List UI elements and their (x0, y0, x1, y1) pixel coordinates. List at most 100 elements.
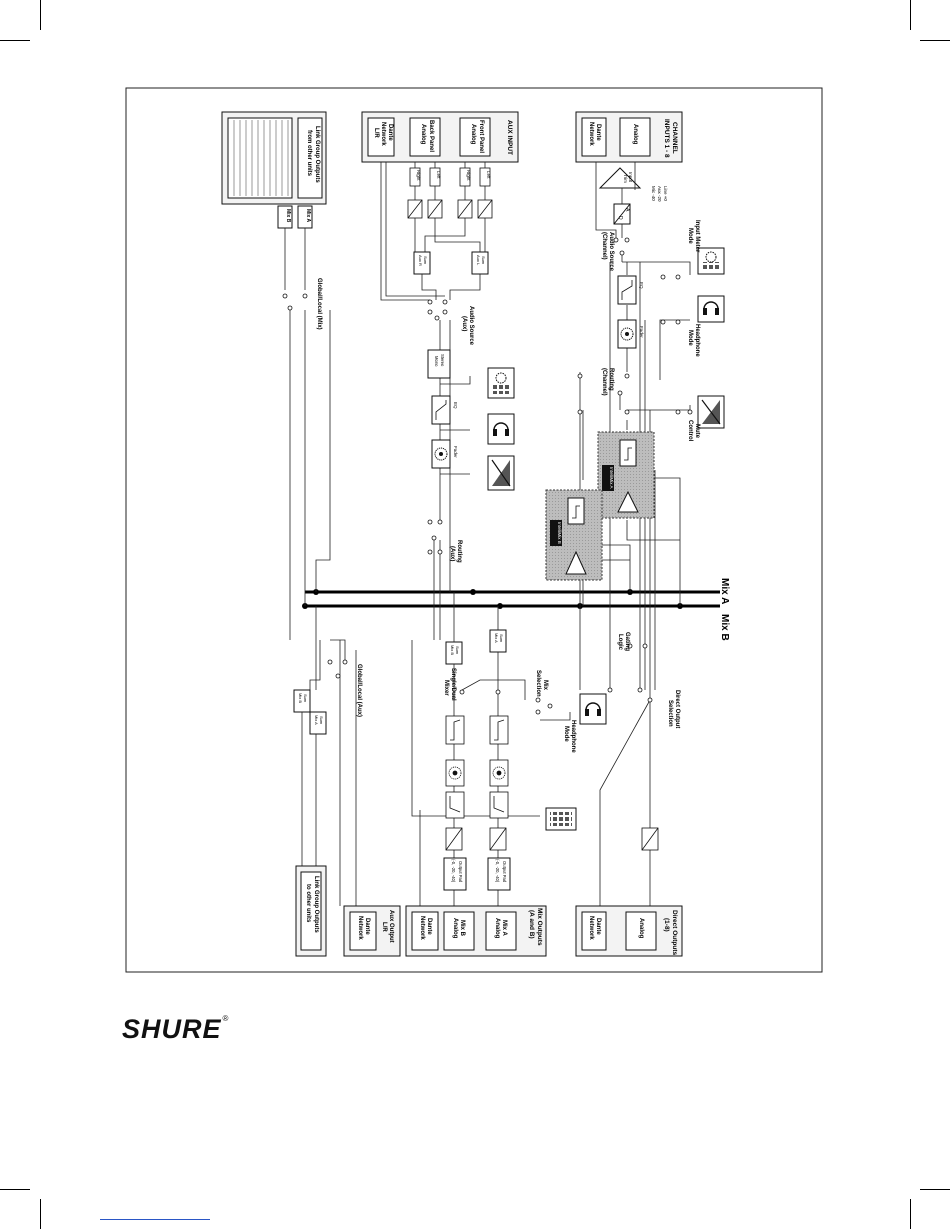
link-out-title: Link Group Outputs (313, 876, 319, 933)
crop-mark (910, 1199, 911, 1229)
aux-network: Network (380, 122, 386, 146)
aux-eq-label: EQ (453, 402, 458, 409)
mix-output-a-analog: Analog (494, 918, 500, 939)
shure-logo-text: SHURE (122, 1014, 222, 1044)
mix-output-b-analog: Analog (452, 918, 458, 939)
link-out-sum-b: Sum (303, 694, 308, 703)
mix-b-bus-label: Mix B (719, 614, 730, 641)
mix-output-network: Network (419, 916, 425, 940)
footer-rule (100, 1219, 210, 1220)
crop-mark (40, 0, 41, 30)
sum-mix-b-label-2: Mix B (450, 645, 455, 655)
headphone-mode-label-2: Mode (687, 330, 693, 346)
mix-selection-label-2: Selection (535, 670, 541, 697)
channel-eq: EQ (617, 275, 644, 305)
crop-mark (920, 1189, 950, 1190)
aux-output-dante: Dante (364, 918, 370, 935)
channel-subtitle: INPUTS 1 - 8 (663, 119, 670, 158)
link-mix-b-label: Mix B (285, 209, 291, 223)
aux-back-analog: Analog (420, 124, 426, 145)
channel-switches (577, 237, 693, 415)
intellimix-b-label: IntelliMix B (557, 522, 562, 544)
aux-ad-converters (407, 199, 493, 219)
bus-lines (305, 590, 720, 608)
sum-aux-r-label-2: Aux R (418, 255, 423, 266)
sum-aux-l-label-2: Aux L (476, 255, 481, 266)
input-trim-label: Input (628, 172, 633, 183)
aux-back-panel: Back Panel (428, 120, 434, 152)
link-in-subtitle: from other units (306, 130, 312, 177)
mix-selection-label: Mix (542, 680, 548, 691)
input-trim: Input Trim Line +0 Aux -20 Mic -40 (598, 167, 668, 202)
global-local-mix-label: Global/Local (Mix) (316, 278, 322, 330)
routing-aux-label-2: (Aux) (449, 546, 455, 561)
crop-mark (920, 40, 950, 41)
aux-front-analog: Analog (470, 124, 476, 145)
ad-bottom: D (617, 216, 623, 220)
direct-dante: Dante (595, 918, 601, 935)
direct-outputs-subtitle: (1-8) (663, 918, 670, 932)
mix-headphone-icon (579, 693, 607, 725)
channel-eq-label: EQ (639, 282, 644, 289)
channel-ad-converter: A D (613, 203, 631, 225)
link-group-out-block: Link Group Outputs to other units (295, 865, 327, 957)
registered-mark: ® (222, 1014, 230, 1023)
mix-output-b: Mix B (459, 920, 465, 937)
mix-headphone-mode-label: Headphone (570, 720, 576, 753)
aux-input-title: AUX INPUT (506, 120, 513, 155)
aux-channel-tags (409, 167, 491, 187)
headphone-icon (697, 295, 725, 323)
input-trim-label-2: Trim (623, 174, 628, 183)
channel-fader: Fader (617, 319, 644, 349)
trim-level-line: Line +0 (663, 186, 668, 201)
single-dual-mixer-label: Single/Dual (450, 668, 456, 701)
mix-output-dante: Dante (426, 918, 432, 935)
mute-icon (697, 395, 725, 429)
direct-output-selection-label: Direct Output (674, 690, 680, 728)
routing-channel-label-2: (Channel) (601, 368, 607, 396)
diagram-frame (125, 87, 823, 973)
link-mix-a-box: Mix A (297, 205, 313, 229)
link-group-in-block: Link Group Outputs from other units (221, 111, 327, 205)
direct-da-converter (641, 827, 659, 851)
input-meter-mode-label-2: Mode (687, 228, 693, 244)
mix-b-chain (445, 715, 465, 851)
routing-aux-label: Routing (456, 540, 462, 563)
link-mix-b-box: Mix B (277, 205, 293, 229)
direct-outputs-title: Direct Outputs (671, 910, 678, 956)
trim-level-aux: Aux -20 (657, 186, 662, 202)
sum-mix-a-label: Sum (499, 634, 504, 643)
link-in-title: Link Group Outputs (314, 126, 320, 183)
mix-outputs-subtitle: (A and B) (528, 910, 535, 939)
single-dual-mixer-label-2: Mixer (443, 680, 449, 696)
output-pad-a-values: (-0, -20, -40) (495, 859, 500, 883)
sum-mix-a-label-2: Mix A (494, 633, 499, 643)
mute-control-label-2: Control (687, 420, 693, 442)
aux-eq: EQ (431, 395, 458, 425)
link-mix-a-label: Mix A (305, 209, 311, 223)
link-out-sum-b-2: Mix B (298, 693, 303, 703)
aux-mute-icon (487, 455, 515, 491)
aux-back-left: Left (436, 171, 441, 179)
channel-fader-label: Fader (639, 326, 644, 338)
mix-a-chain (489, 715, 509, 851)
mix-switches (459, 643, 653, 715)
mix-wiring (301, 592, 651, 906)
mix-a-bus-label: Mix A (719, 578, 730, 604)
direct-analog: Analog (638, 918, 644, 939)
stereo-mono-box: Stereo Mono (427, 349, 451, 379)
aux-output-network: Network (357, 916, 363, 940)
crop-mark (0, 40, 30, 41)
sum-mix-a-box: Sum Mix A (489, 629, 507, 653)
link-out-sum-a-2: Mix A (314, 715, 319, 725)
aux-dante-lr: L/R (373, 128, 379, 138)
sum-mix-b-box: Sum Mix B (445, 641, 463, 665)
aux-input-block: AUX INPUT Front Panel Analog Back Panel … (361, 111, 519, 163)
aux-front-panel: Front Panel (478, 120, 484, 153)
audio-source-channel-label: Audio Source (608, 232, 614, 272)
channel-title: CHANNEL (671, 122, 678, 154)
input-meter-icon (697, 247, 725, 275)
mix-output-a: Mix A (501, 920, 507, 936)
headphone-mode-label: Headphone (694, 324, 700, 357)
